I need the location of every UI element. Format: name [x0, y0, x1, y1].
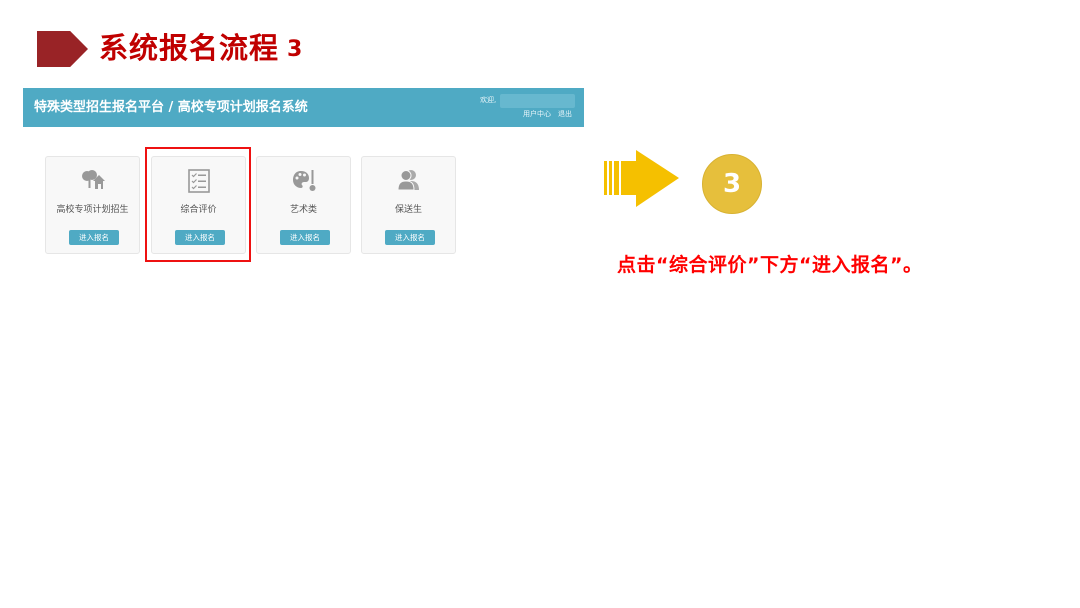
card-label: 综合评价	[180, 205, 217, 215]
user-center-link[interactable]: 用户中心	[523, 110, 551, 118]
title-arrow-marker	[37, 31, 88, 67]
app-header-bar: 特殊类型招生报名平台 / 高校专项计划报名系统 欢迎, 用户中心 退出	[23, 88, 584, 127]
enter-registration-button[interactable]: 进入报名	[280, 230, 330, 245]
instruction-text: 点击“综合评价”下方“进入报名”。	[617, 254, 923, 276]
card-label: 高校专项计划招生	[56, 205, 129, 215]
welcome-label: 欢迎,	[480, 96, 497, 104]
enter-registration-button[interactable]: 进入报名	[69, 230, 119, 245]
card-label: 艺术类	[289, 205, 317, 215]
header-links: 用户中心 退出	[523, 109, 572, 119]
slide-title-text: 系统报名流程	[99, 31, 280, 65]
palette-brush-icon	[257, 169, 350, 193]
tree-house-icon	[46, 169, 139, 193]
checklist-icon	[152, 169, 245, 193]
card-arts: 艺术类 进入报名	[256, 156, 351, 254]
enter-registration-button[interactable]: 进入报名	[385, 230, 435, 245]
card-recommended-students: 保送生 进入报名	[361, 156, 456, 254]
slide-step-number: 3	[287, 37, 304, 62]
users-icon	[362, 169, 455, 193]
card-special-plan: 高校专项计划招生 进入报名	[45, 156, 140, 254]
logout-link[interactable]: 退出	[558, 110, 572, 118]
card-label: 保送生	[394, 205, 422, 215]
app-title: 特殊类型招生报名平台 / 高校专项计划报名系统	[34, 100, 308, 115]
yellow-arrow-icon	[604, 150, 679, 207]
slide-title: 系统报名流程 3	[99, 27, 303, 69]
highlight-box	[145, 147, 251, 262]
card-comprehensive-evaluation: 综合评价 进入报名	[151, 156, 246, 254]
enter-registration-button[interactable]: 进入报名	[175, 230, 225, 245]
step-badge: 3	[702, 154, 762, 214]
username-redacted	[500, 94, 575, 108]
